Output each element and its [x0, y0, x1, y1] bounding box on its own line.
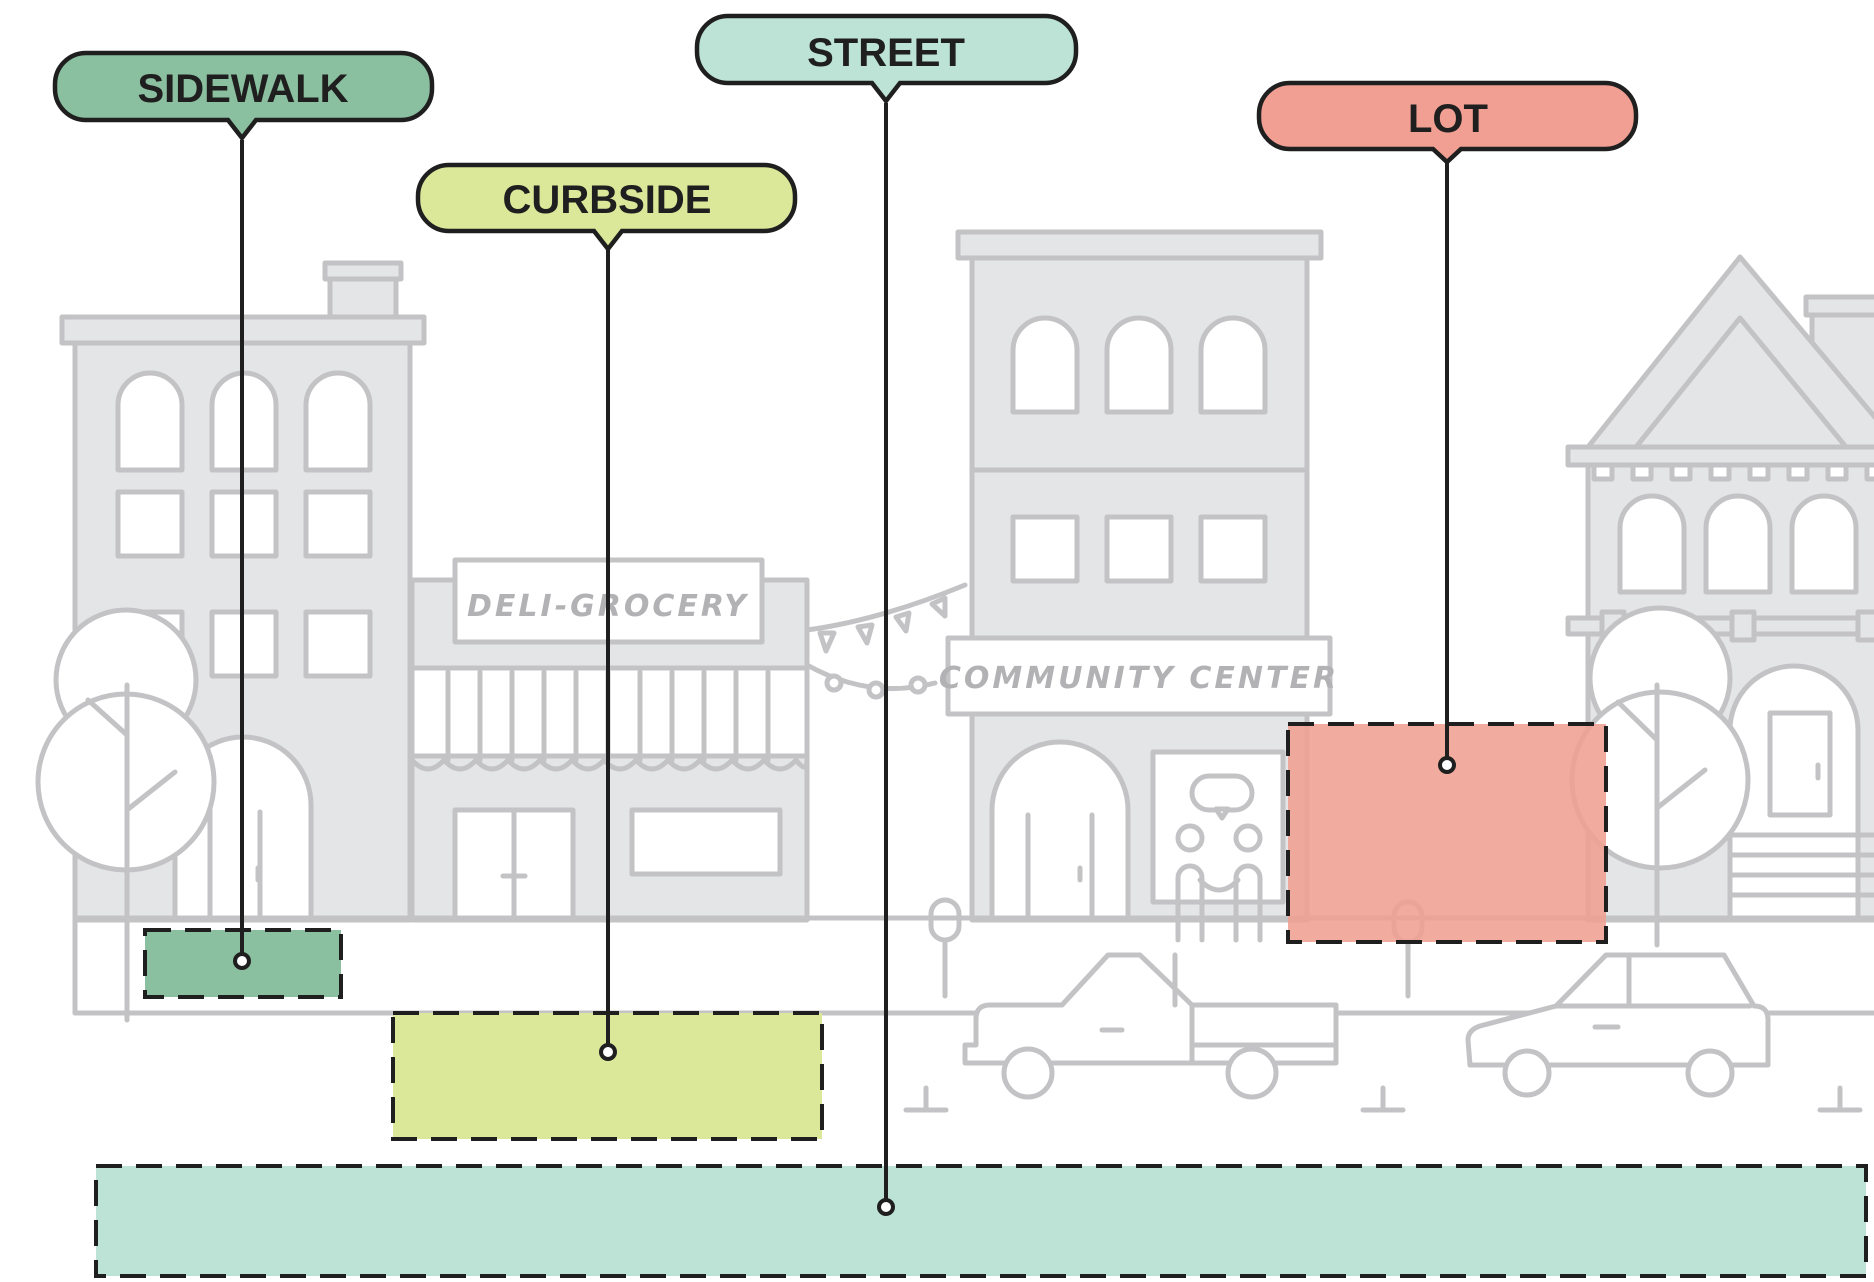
street-pin: [877, 1198, 895, 1216]
leader-lines: [233, 103, 1456, 1216]
curbside-pin: [599, 1043, 617, 1061]
sidewalk-tag[interactable]: SIDEWALK: [52, 50, 435, 142]
community-center-building: COMMUNITY CENTER: [939, 229, 1339, 943]
people-icon: [1175, 773, 1263, 943]
lot-label: LOT: [1408, 97, 1488, 141]
zone-highlights: [94, 722, 1868, 1278]
curbside-label: CURBSIDE: [503, 178, 712, 222]
street-tag[interactable]: STREET: [694, 13, 1079, 105]
community-center-sign: COMMUNITY CENTER: [939, 661, 1339, 696]
pickup-truck: [962, 952, 1339, 1100]
lot-pin: [1438, 756, 1456, 774]
parking-meter-1: [928, 897, 962, 999]
street-label: STREET: [807, 31, 965, 75]
curbside-tag[interactable]: CURBSIDE: [415, 162, 798, 253]
dentil-trim: [1591, 462, 1874, 482]
bunting: [804, 582, 968, 700]
sidewalk-label: SIDEWALK: [137, 67, 348, 111]
tree-left: [35, 607, 217, 1023]
tree-right: [1569, 605, 1751, 948]
streetscape-background: DELI-GROCERY: [35, 229, 1874, 1113]
lot-tag[interactable]: LOT: [1256, 80, 1639, 166]
awning-stripes: [409, 669, 810, 772]
street-zone[interactable]: [94, 1164, 1868, 1278]
car: [1465, 952, 1771, 1098]
sidewalk-pin: [233, 952, 251, 970]
